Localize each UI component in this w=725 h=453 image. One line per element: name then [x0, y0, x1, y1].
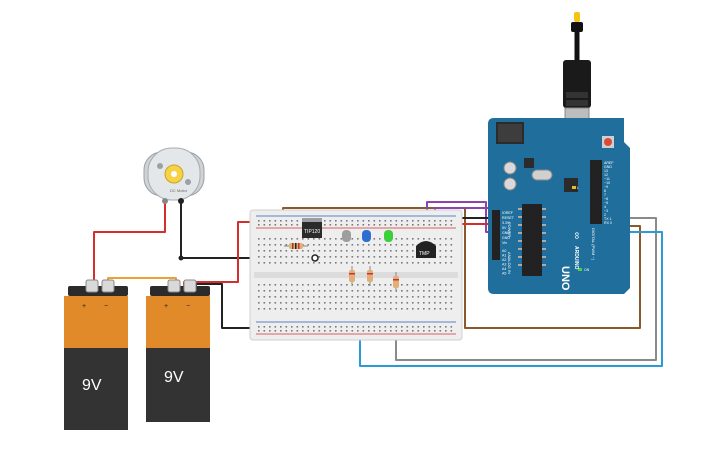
pin-label-analog: A3	[502, 263, 506, 267]
resistor-icon	[349, 270, 355, 282]
dc-motor[interactable]: DC Motor	[143, 147, 205, 204]
pin-label-digital: ~9	[604, 185, 608, 189]
on-label: ON	[584, 268, 590, 272]
pin-label-digital: 12	[604, 173, 608, 177]
motor-label: DC Motor	[170, 188, 188, 193]
pin-label-digital: ~11	[604, 177, 610, 181]
tmp-sensor[interactable]: TMP	[416, 241, 436, 258]
resistor-icon	[393, 276, 399, 288]
analog-label: ANALOG IN	[507, 252, 512, 274]
pin-label-power: 3.3V	[502, 221, 510, 225]
led-green[interactable]	[384, 230, 393, 242]
pin-label-digital: TX 1	[604, 217, 612, 221]
led-icon	[384, 230, 393, 242]
pin-label-power: RESET	[502, 216, 515, 220]
battery-2-label: 9V	[164, 369, 184, 386]
pin-label-digital: RX 0	[604, 221, 612, 225]
pin-label-digital: 13	[604, 169, 608, 173]
pin-label-digital: 2	[604, 213, 606, 217]
resistor-4[interactable]	[393, 272, 399, 292]
tip120-transistor[interactable]: TIP120	[302, 218, 322, 238]
digital-header[interactable]	[590, 160, 602, 224]
battery-1-plus: +	[82, 303, 86, 310]
usb-plug-icon	[571, 22, 583, 32]
pin-label-digital: ~6	[604, 197, 608, 201]
resistor-2[interactable]	[349, 266, 355, 286]
breadboard-holes	[258, 220, 453, 332]
resistor-3[interactable]	[367, 266, 373, 286]
power-label: POWER	[507, 222, 512, 237]
reset-button[interactable]	[604, 138, 612, 146]
pin-label-power: GND	[502, 231, 510, 235]
pin-label-analog: A1	[502, 254, 506, 258]
pin-label-power: Vin	[502, 241, 507, 245]
led-icon	[342, 230, 351, 242]
arduino-uno[interactable]: ON L ∞ ARDUINO UNO DIGITAL (PWM ~) POWER…	[488, 118, 630, 294]
breadboard[interactable]	[249, 209, 463, 341]
battery-1[interactable]: + − 9V	[64, 279, 128, 430]
sensor-label: TMP	[419, 251, 430, 257]
pin-label-digital: 8	[604, 189, 606, 193]
led-gray[interactable]	[342, 230, 351, 242]
l-label: L	[577, 186, 579, 190]
wire-red-motor[interactable]	[93, 201, 166, 291]
battery-2-plus: +	[164, 303, 168, 310]
battery-1-minus: −	[104, 303, 108, 310]
pin-label-power: GND	[502, 236, 510, 240]
pin-label-digital: ~3	[604, 209, 608, 213]
led-icon	[362, 230, 371, 242]
transistor-icon	[302, 222, 322, 238]
usb-cable	[563, 12, 591, 127]
battery-2-minus: −	[186, 303, 190, 310]
pin-label-digital: 7	[604, 193, 606, 197]
pin-label-digital: ~5	[604, 201, 608, 205]
led-blue[interactable]	[362, 230, 371, 242]
digital-label: DIGITAL (PWM ~)	[591, 228, 596, 261]
battery-2[interactable]: + − 9V	[146, 279, 210, 422]
pin-label-analog: A5	[502, 272, 506, 276]
microcontroller-chip	[522, 204, 542, 276]
motor-wire-junction	[178, 255, 184, 261]
pin-label-power: IOREF	[502, 211, 514, 215]
pin-label-power: 5V	[502, 226, 507, 230]
power-header[interactable]	[492, 210, 500, 260]
pin-label-aref: AREF	[604, 161, 614, 165]
transistor-label: TIP120	[304, 229, 320, 235]
arduino-logo: ∞	[571, 232, 582, 239]
resistor-icon	[367, 270, 373, 282]
arduino-model: UNO	[559, 266, 571, 291]
pin-label-analog: A0	[502, 249, 506, 253]
pin-label-digital: ~10	[604, 181, 610, 185]
pin-label-gnd: GND	[604, 165, 612, 169]
resistor-1[interactable]	[284, 243, 308, 249]
pin-label-analog: A2	[502, 258, 506, 262]
battery-1-label: 9V	[82, 377, 102, 394]
arduino-brand: ARDUINO	[573, 246, 579, 269]
temperature-sensor-icon	[416, 241, 436, 258]
pin-label-digital: 4	[604, 205, 606, 209]
wire-junction	[311, 254, 319, 262]
pin-label-analog: A4	[502, 267, 506, 271]
wire-brown-top[interactable]	[282, 207, 641, 329]
